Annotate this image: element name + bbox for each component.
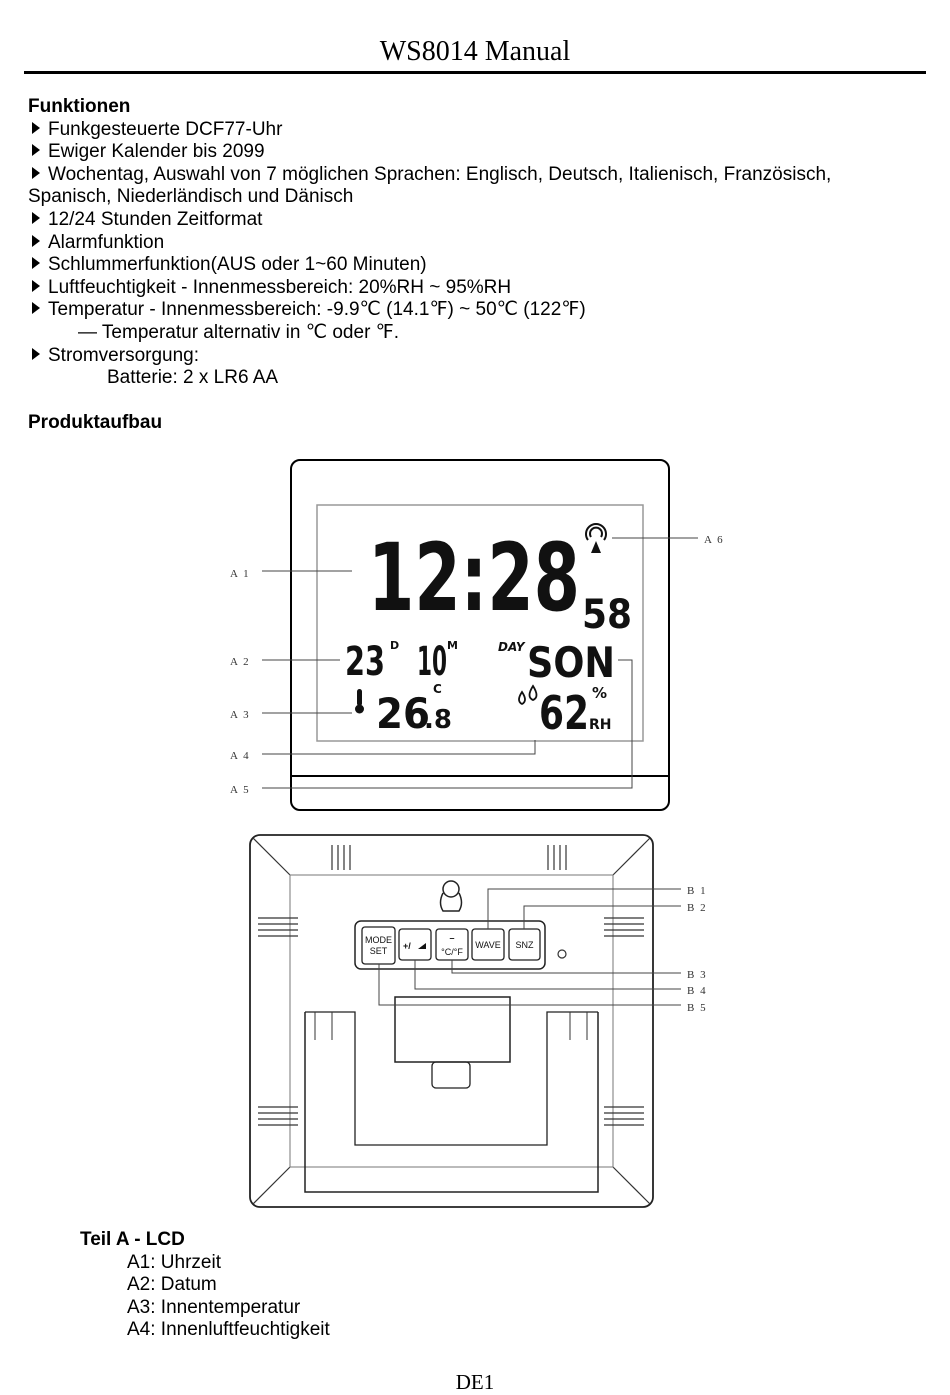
humidity-drops-icon	[518, 684, 538, 706]
feature-item: Luftfeuchtigkeit - Innenmessbereich: 20%…	[28, 277, 908, 300]
callout-b1: B 1	[687, 885, 707, 897]
wave-button[interactable]: WAVE	[471, 928, 505, 961]
triangle-bullet-icon	[32, 257, 40, 270]
callout-a4: A 4	[230, 750, 250, 762]
lcd-temperature: 26	[376, 689, 430, 738]
product-figure: 12:28 58 23 D 10 M DAY SON 26 .8 C 62 % …	[220, 455, 730, 1215]
lcd-window	[316, 504, 644, 742]
alarm-bell-icon	[418, 943, 426, 949]
lcd-seconds: 58	[582, 592, 632, 638]
part-item: A3: Innentemperatur	[127, 1296, 301, 1318]
mode-set-button[interactable]: MODE SET	[361, 926, 396, 965]
triangle-bullet-icon	[32, 234, 40, 247]
feature-item: Funkgesteuerte DCF77-Uhr	[28, 119, 908, 142]
parts-heading: Teil A - LCD	[80, 1229, 185, 1250]
callout-a6: A 6	[704, 534, 724, 546]
feature-item-continued: Spanisch, Niederländisch und Dänisch	[28, 186, 354, 208]
page-title: WS8014 Manual	[379, 36, 571, 67]
callout-a3: A 3	[230, 709, 250, 721]
feature-item: Schlummerfunktion(AUS oder 1~60 Minuten)	[28, 254, 908, 277]
vent-slots	[258, 845, 644, 1126]
triangle-bullet-icon	[32, 211, 40, 224]
lcd-humidity-rh: RH	[589, 717, 612, 733]
hanging-hole-icon	[439, 880, 463, 912]
product-diagram: 12:28 58 23 D 10 M DAY SON 26 .8 C 62 % …	[230, 459, 724, 1208]
product-heading: Produktaufbau	[28, 412, 163, 434]
thermometer-icon	[355, 689, 364, 714]
callout-a5: A 5	[230, 784, 250, 796]
callout-a1: A 1	[230, 568, 250, 580]
back-housing	[249, 834, 654, 1208]
stand	[304, 1012, 599, 1193]
feature-item: Wochentag, Auswahl von 7 möglichen Sprac…	[28, 164, 908, 187]
radio-signal-icon	[585, 523, 607, 553]
back-view: MODE SET +/ – °C/°F WAVE SNZ B 1	[249, 834, 707, 1208]
triangle-bullet-icon	[32, 166, 40, 179]
parts-section: Teil A - LCD A1: Uhrzeit A2: Datum A3: I…	[80, 1229, 330, 1342]
triangle-bullet-icon	[32, 347, 40, 360]
svg-text:MODE: MODE	[365, 935, 392, 945]
feature-item: Temperatur - Innenmessbereich: -9.9℃ (14…	[28, 299, 908, 322]
functions-heading: Funktionen	[28, 96, 131, 117]
front-view: 12:28 58 23 D 10 M DAY SON 26 .8 C 62 % …	[230, 459, 724, 811]
functions-section: Funktionen Funkgesteuerte DCF77-Uhr Ewig…	[28, 96, 908, 435]
page-number: DE1	[455, 1370, 495, 1394]
part-item: A2: Datum	[127, 1274, 217, 1296]
minus-unit-button[interactable]: – °C/°F	[435, 928, 469, 961]
lcd-day-unit: D	[390, 639, 399, 652]
title-divider	[24, 71, 926, 74]
lcd-month: 10	[417, 639, 447, 685]
svg-text:°C/°F: °C/°F	[441, 947, 463, 957]
front-housing	[290, 459, 670, 811]
svg-text:SNZ: SNZ	[516, 940, 535, 950]
callout-b4: B 4	[687, 985, 707, 997]
part-item: A1: Uhrzeit	[127, 1251, 221, 1273]
callout-b5: B 5	[687, 1002, 707, 1014]
svg-text:+/: +/	[403, 941, 411, 951]
lcd-month-unit: M	[447, 639, 458, 652]
lcd-temperature-decimal: .8	[424, 705, 452, 735]
button-panel	[354, 920, 546, 970]
lcd-temperature-unit: C	[433, 682, 442, 696]
feature-item: Ewiger Kalender bis 2099	[28, 141, 908, 164]
part-item: A4: Innenluftfeuchtigkeit	[127, 1319, 330, 1341]
lcd-day: 23	[345, 639, 385, 685]
callout-a2: A 2	[230, 656, 250, 668]
feature-item: Stromversorgung:	[28, 345, 908, 368]
feature-item: 12/24 Stunden Zeitformat	[28, 209, 908, 232]
temperature-note: — Temperatur alternativ in ℃ oder ℉.	[78, 321, 400, 343]
callout-b3: B 3	[687, 969, 707, 981]
triangle-bullet-icon	[32, 279, 40, 292]
triangle-bullet-icon	[32, 144, 40, 157]
snooze-button[interactable]: SNZ	[508, 928, 541, 961]
feature-item: Alarmfunktion	[28, 232, 908, 255]
lcd-weekday: SON	[527, 638, 615, 687]
lcd-humidity: 62	[539, 686, 589, 740]
triangle-bullet-icon	[32, 302, 40, 315]
svg-text:SET: SET	[370, 946, 388, 956]
callout-b2: B 2	[687, 902, 707, 914]
svg-text:WAVE: WAVE	[475, 940, 501, 950]
lcd-weekday-label: DAY	[498, 640, 526, 654]
battery-note: Batterie: 2 x LR6 AA	[107, 367, 279, 389]
lcd-time: 12:28	[368, 524, 580, 633]
svg-text:–: –	[449, 933, 454, 943]
lcd-humidity-percent: %	[592, 684, 607, 702]
triangle-bullet-icon	[32, 121, 40, 134]
plus-alarm-button[interactable]: +/	[398, 928, 432, 961]
